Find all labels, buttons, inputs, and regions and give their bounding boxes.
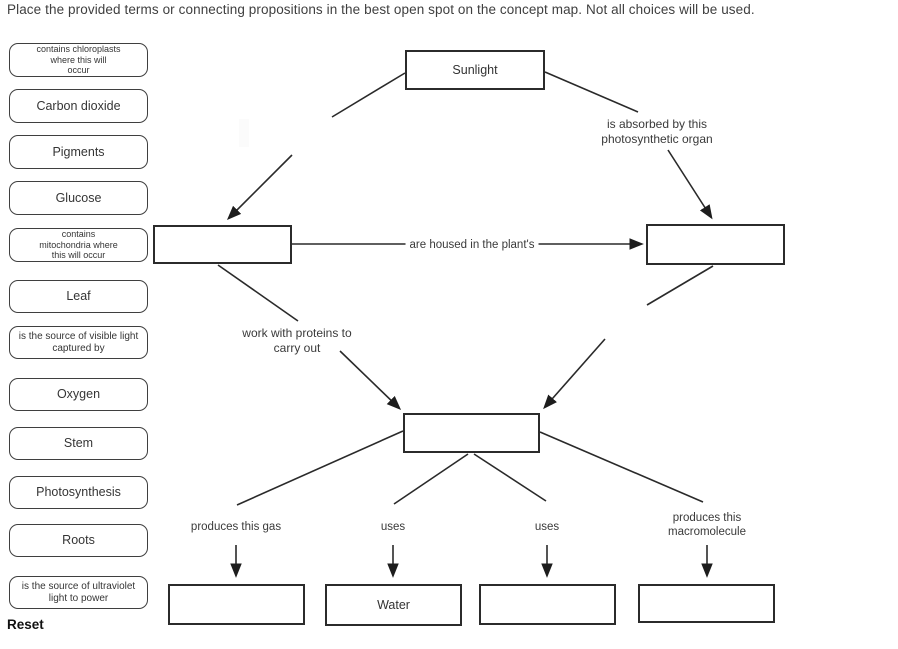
- line-sunlight-to-left-gap: [331, 72, 406, 118]
- line-sunlight-to-absorbed: [544, 71, 639, 113]
- line-center-to-producesmacro: [539, 431, 704, 503]
- chip-roots[interactable]: Roots: [9, 524, 148, 557]
- line-rightbox-to-gap: [646, 265, 714, 306]
- arrow-workwith-to-center: [339, 350, 402, 411]
- node-water: Water: [325, 584, 462, 626]
- chip-photosynthesis[interactable]: Photosynthesis: [9, 476, 148, 509]
- chip-stem[interactable]: Stem: [9, 427, 148, 460]
- label-produces-this-gas: produces this gas: [190, 521, 282, 533]
- label-uses-right: uses: [534, 521, 560, 533]
- dropzone-right-organ[interactable]: [646, 224, 785, 265]
- line-center-to-uses-left: [393, 453, 469, 505]
- dropzone-bottom-macromolecule[interactable]: [638, 584, 775, 623]
- line-center-to-producesgas: [236, 430, 404, 506]
- reset-button[interactable]: Reset: [7, 617, 44, 632]
- label-are-housed: are housed in the plant's: [405, 238, 539, 253]
- arrow-leftgap-to-left-box: [226, 154, 293, 221]
- node-sunlight: Sunlight: [405, 50, 545, 90]
- chip-leaf[interactable]: Leaf: [9, 280, 148, 313]
- label-uses-left: uses: [380, 521, 406, 533]
- dropzone-left-connector-ghost[interactable]: [239, 119, 249, 147]
- chip-carbon-dioxide[interactable]: Carbon dioxide: [9, 89, 148, 123]
- chip-glucose[interactable]: Glucose: [9, 181, 148, 215]
- dropzone-bottom-gas[interactable]: [168, 584, 305, 625]
- instructions-text: Place the provided terms or connecting p…: [7, 2, 755, 17]
- chip-source-ultraviolet[interactable]: is the source of ultraviolet light to po…: [9, 576, 148, 609]
- label-is-absorbed: is absorbed by this photosynthetic organ: [601, 117, 713, 146]
- label-produces-macromolecule: produces this macromolecule: [668, 512, 746, 539]
- chip-source-visible-light[interactable]: is the source of visible light captured …: [9, 326, 148, 359]
- line-center-to-uses-right: [473, 453, 547, 502]
- dropzone-bottom-uses[interactable]: [479, 584, 616, 625]
- dropzone-center-process[interactable]: [403, 413, 540, 453]
- chip-contains-mitochondria[interactable]: contains mitochondria where this will oc…: [9, 228, 148, 262]
- arrow-gap-to-center: [543, 338, 606, 410]
- line-leftbox-to-workwith: [217, 264, 299, 322]
- chip-oxygen[interactable]: Oxygen: [9, 378, 148, 411]
- chip-contains-chloroplasts[interactable]: contains chloroplasts where this will oc…: [9, 43, 148, 77]
- chip-pigments[interactable]: Pigments: [9, 135, 148, 169]
- label-work-with-proteins: work with proteins to carry out: [242, 326, 352, 355]
- arrow-absorbed-to-right-box: [667, 149, 713, 220]
- dropzone-left-organelle[interactable]: [153, 225, 292, 264]
